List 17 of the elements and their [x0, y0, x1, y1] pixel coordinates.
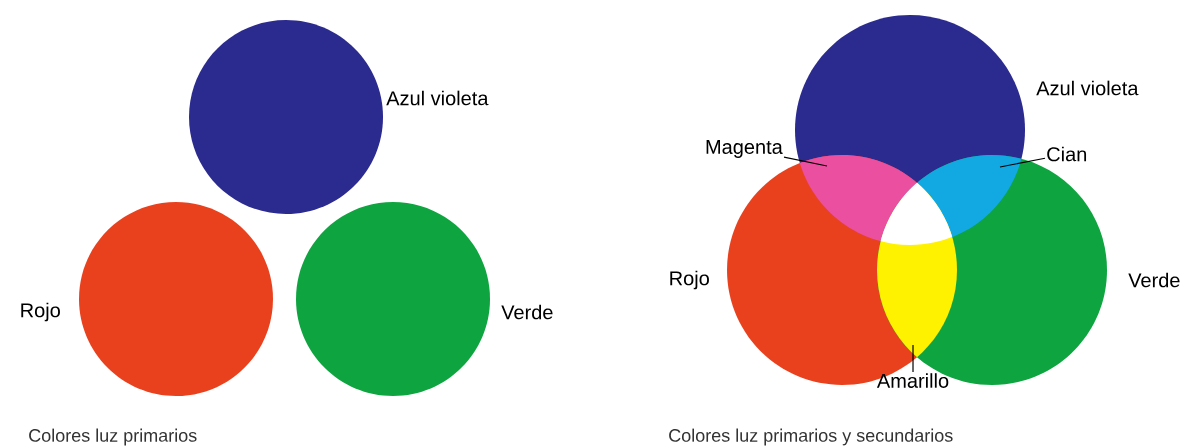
circle-label: Azul violeta	[386, 90, 489, 106]
caption: Colores luz primarios y secundarios	[669, 428, 953, 446]
leader-line	[999, 157, 1046, 168]
leader-line	[783, 156, 828, 167]
circle-label: Rojo	[21, 302, 60, 322]
circle-shape	[79, 202, 273, 396]
circle-label: Rojo	[670, 270, 709, 290]
region-label: Amarillo	[876, 373, 949, 388]
caption: Colores luz primarios	[29, 428, 197, 446]
circle-label: Verde	[501, 304, 553, 320]
circle-shape	[189, 20, 383, 214]
region-label: Cian	[1047, 146, 1087, 162]
leader-line	[912, 344, 914, 373]
circle-shape	[296, 202, 490, 396]
region-label: Magenta	[706, 140, 783, 158]
circle-label: Azul violeta	[1036, 80, 1139, 96]
circle-label: Verde	[1128, 272, 1180, 288]
